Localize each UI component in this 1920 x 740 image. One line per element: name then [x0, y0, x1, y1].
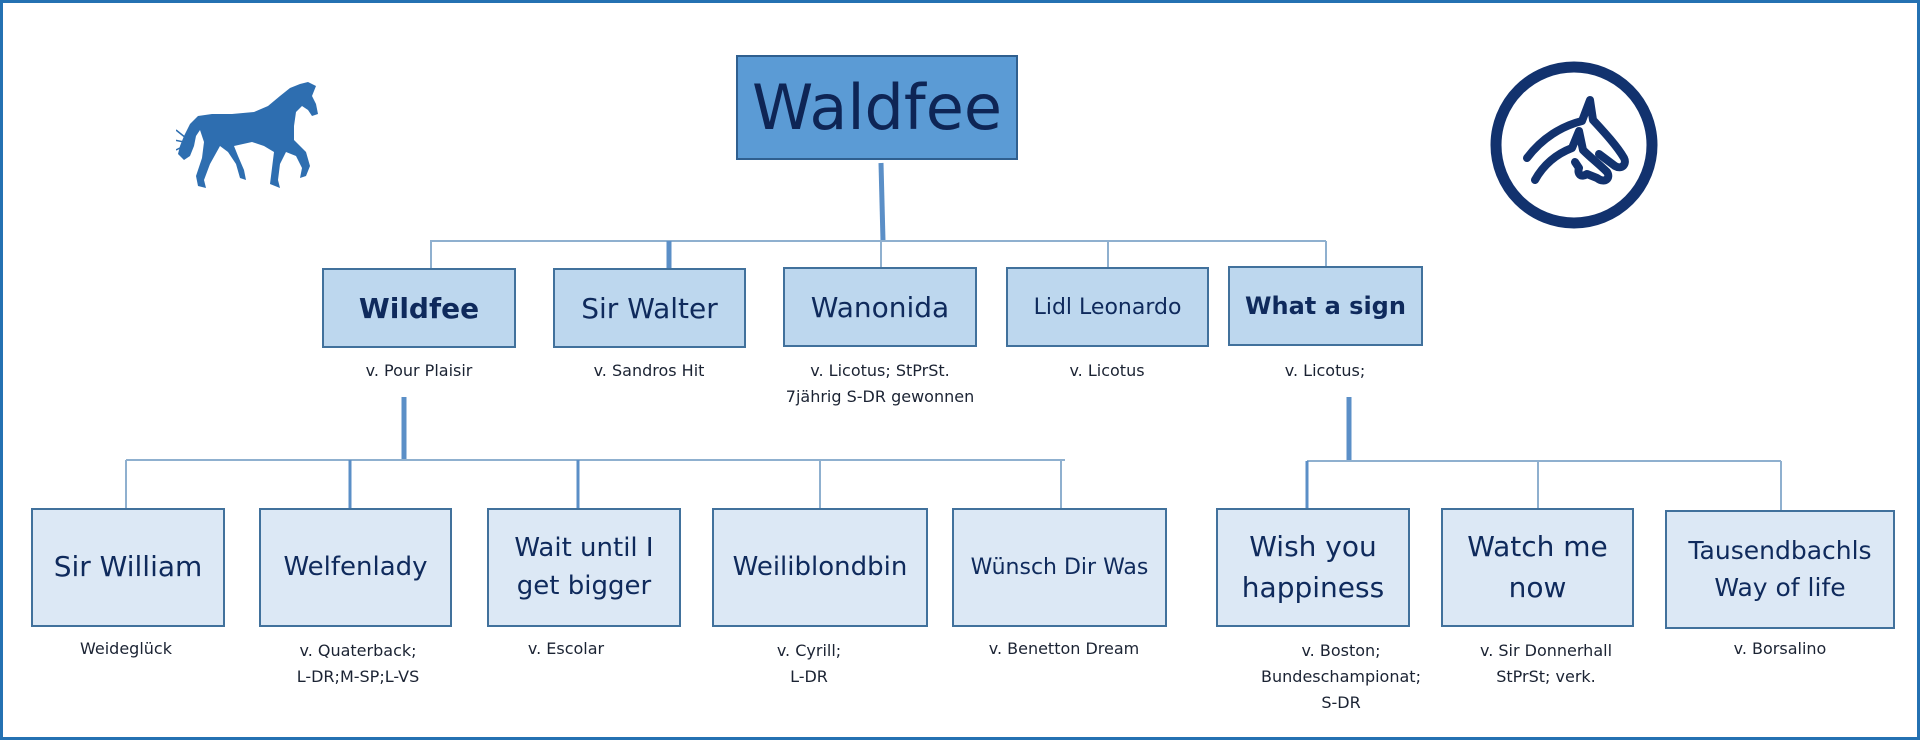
- node-wanonida[interactable]: Wanonida: [783, 267, 977, 347]
- node-lidl-leonardo[interactable]: Lidl Leonardo: [1006, 267, 1209, 347]
- node-wait-until-i-get-bigger[interactable]: Wait until I get bigger: [487, 508, 681, 627]
- node-label: Welfenlady: [283, 551, 428, 582]
- note-wish-you-happiness: v. Boston; Bundeschampionat; S-DR: [1261, 641, 1421, 712]
- note-what-a-sign: v. Licotus;: [1284, 361, 1366, 380]
- note-sir-william: Weideglück: [80, 639, 172, 658]
- node-label: Weiliblondbin: [732, 551, 908, 582]
- node-label: Watch me now: [1467, 529, 1608, 604]
- node-label: What a sign: [1245, 292, 1406, 320]
- connector-root-trunk: [878, 162, 886, 242]
- node-label: Wish you happiness: [1241, 529, 1385, 604]
- node-weiliblondbin[interactable]: Weiliblondbin: [712, 508, 928, 627]
- node-sir-william[interactable]: Sir William: [31, 508, 225, 627]
- node-label: Sir William: [53, 550, 203, 584]
- note-wildfee: v. Pour Plaisir: [365, 361, 473, 380]
- node-label: Wanonida: [810, 290, 950, 324]
- node-wildfee[interactable]: Wildfee: [322, 268, 516, 348]
- note-wuensch-dir-was: v. Benetton Dream: [988, 639, 1140, 658]
- node-what-a-sign[interactable]: What a sign: [1228, 266, 1423, 346]
- node-label: Tausendbachls Way of life: [1688, 536, 1872, 602]
- note-sir-walter: v. Sandros Hit: [593, 361, 705, 380]
- note-wait-until-i-get-bigger: v. Escolar: [527, 639, 605, 658]
- note-tausendbachls-way-of-life: v. Borsalino: [1733, 639, 1827, 658]
- note-weiliblondbin: v. Cyrill; L-DR: [776, 641, 842, 686]
- node-wuensch-dir-was[interactable]: Wünsch Dir Was: [952, 508, 1167, 627]
- node-label: Wait until I get bigger: [514, 532, 654, 601]
- horse-heads-circle-logo-icon: [1490, 61, 1658, 229]
- node-watch-me-now[interactable]: Watch me now: [1441, 508, 1634, 627]
- node-label: Lidl Leonardo: [1033, 294, 1182, 320]
- horse-silhouette-icon: [176, 82, 318, 188]
- node-label: Waldfee: [751, 71, 1003, 144]
- node-label: Wünsch Dir Was: [970, 554, 1149, 580]
- node-label: Sir Walter: [581, 291, 718, 325]
- note-lidl-leonardo: v. Licotus: [1069, 361, 1145, 380]
- node-label: Wildfee: [358, 291, 480, 325]
- node-root-waldfee[interactable]: Waldfee: [736, 55, 1018, 160]
- node-sir-walter[interactable]: Sir Walter: [553, 268, 746, 348]
- node-tausendbachls-way-of-life[interactable]: Tausendbachls Way of life: [1665, 510, 1895, 629]
- note-wanonida: v. Licotus; StPrSt. 7jährig S-DR gewonne…: [785, 361, 975, 406]
- node-wish-you-happiness[interactable]: Wish you happiness: [1216, 508, 1410, 627]
- note-welfenlady: v. Quaterback; L-DR;M-SP;L-VS: [296, 641, 420, 686]
- node-welfenlady[interactable]: Welfenlady: [259, 508, 452, 627]
- note-watch-me-now: v. Sir Donnerhall StPrSt; verk.: [1479, 641, 1613, 686]
